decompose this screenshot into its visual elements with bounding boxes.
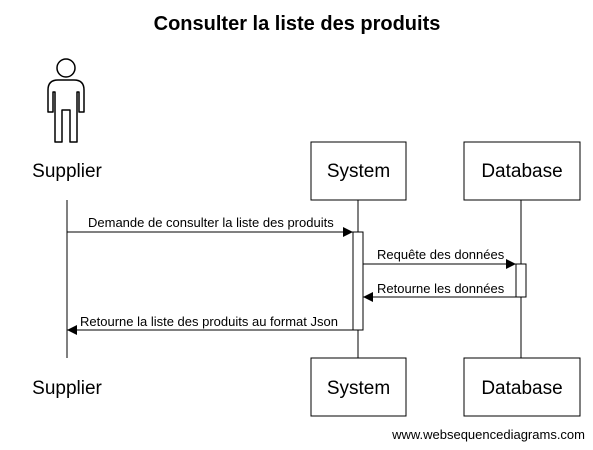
message-label-3: Retourne les données [377,281,505,296]
watermark-link[interactable]: www.websequencediagrams.com [391,427,585,442]
participant-database-box-bottom [463,357,581,417]
participant-system-top: System [327,161,390,182]
activation-system [352,231,364,331]
participant-database-top: Database [481,161,562,182]
participant-system-bottom: System [327,378,390,399]
participant-system-box-bottom [310,357,407,417]
message-label-4: Retourne la liste des produits au format… [80,314,338,329]
message-label-1: Demande de consulter la liste des produi… [88,215,334,230]
activation-database [515,263,527,298]
participant-system-box-top [310,141,407,201]
diagram-title: Consulter la liste des produits [154,13,441,35]
participant-database-box-top [463,141,581,201]
participant-supplier-bottom: Supplier [32,378,102,399]
participant-supplier-top: Supplier [32,161,102,182]
message-label-2: Requête des données [377,247,505,262]
actor-icon [47,58,85,143]
participant-database-bottom: Database [481,378,562,399]
